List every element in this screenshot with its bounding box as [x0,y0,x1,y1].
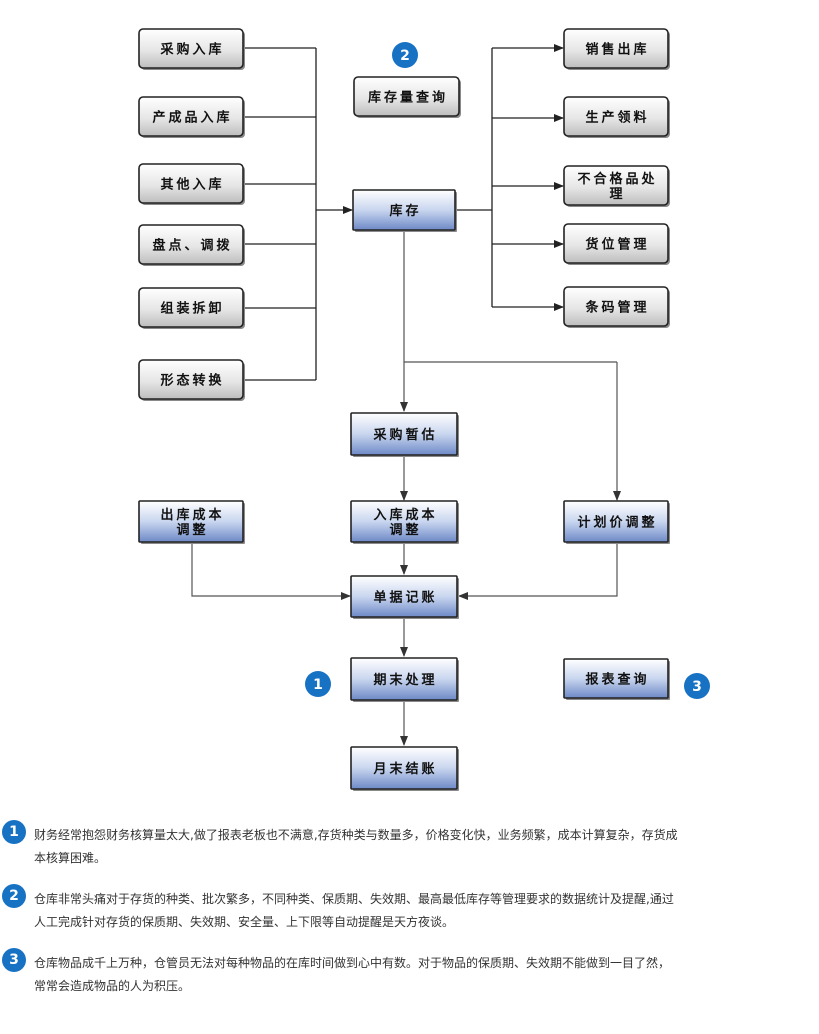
purchase-estimate-box: 采购暂估 [350,412,459,457]
note-line: 仓库非常头痛对于存货的种类、批次繁多，不同种类、保质期、失效期、最高最低库存等管… [34,892,674,906]
inbound-cost-box-label: 入库成本 [373,507,437,523]
note-line: 人工完成针对存货的保质期、失效期、安全量、上下限等自动提醒是天方夜谈。 [34,915,455,929]
note-line: 常常会造成物品的人为积压。 [34,979,191,993]
output-box-1: 销售出库 [563,28,670,70]
note-line: 本核算困难。 [34,851,107,865]
output-box-3-label: 不合格品处 [577,171,657,187]
output-box-4: 货位管理 [563,223,670,265]
report-query-box: 报表查询 [563,658,670,700]
month-close-box-frame [350,746,458,790]
input-box-5-label: 组装拆卸 [160,301,224,317]
stock-query-box-frame [353,76,460,117]
month-close-box-label: 月末结账 [372,761,437,777]
input-box-5: 组装拆卸 [138,287,245,329]
month-close-box: 月末结账 [350,746,459,791]
voucher-box-label: 单据记账 [373,590,437,606]
period-end-box-frame [350,657,458,701]
input-box-4-label: 盘点、调拨 [152,238,232,254]
output-box-3-frame [563,165,669,206]
input-box-6-frame [138,359,244,400]
input-box-2-label: 产成品入库 [152,110,232,126]
inventory-box-label: 库存 [389,203,421,219]
output-box-1-frame [563,28,669,69]
input-box-3-label: 其他入库 [160,177,224,193]
badge-3-circle [684,673,710,699]
input-box-3: 其他入库 [138,163,245,205]
input-box-6-label: 形态转换 [160,373,224,389]
input-box-1: 采购入库 [138,28,245,70]
note-number-badge: 1 [2,820,26,844]
badge-2: 2 [400,48,410,64]
output-box-2-frame [563,96,669,137]
output-box-4-frame [563,223,669,264]
stock-query-box: 库存量查询 [353,76,461,118]
input-box-3-frame [138,163,244,204]
input-box-1-label: 采购入库 [159,42,224,58]
note-text: 财务经常抱怨财务核算量太大,做了报表老板也不满意,存货种类与数量多，价格变化快，… [34,824,794,870]
left-connectors [243,47,353,381]
input-box-5-frame [138,287,244,328]
input-box-4: 盘点、调拨 [138,224,245,266]
outbound-cost-box-label: 出库成本 [160,507,224,523]
report-query-box-frame [563,658,669,699]
voucher-box-frame [350,575,458,618]
inventory-box: 库存 [352,189,457,232]
plan-price-box: 计划价调整 [563,500,670,544]
inbound-cost-box-frame [350,500,458,543]
note-number-badge: 3 [2,948,26,972]
plan-price-box-label: 计划价调整 [577,515,657,531]
output-box-4-label: 货位管理 [585,237,649,253]
center-connectors [191,230,621,746]
outbound-cost-box-label: 调整 [176,522,208,538]
note-text: 仓库物品成千上万种，仓管员无法对每种物品的在库时间做到心中有数。对于物品的保质期… [34,952,794,998]
output-box-2: 生产领料 [563,96,670,138]
output-box-5-label: 条码管理 [585,300,649,316]
voucher-box: 单据记账 [350,575,459,619]
input-box-4-frame [138,224,244,265]
inventory-box-frame [352,189,456,231]
stock-query-box-label: 库存量查询 [368,90,448,106]
inbound-cost-box-label: 调整 [389,522,421,538]
badge-1: 1 [313,677,323,693]
purchase-estimate-box-label: 采购暂估 [372,427,437,443]
badge-1-circle [305,671,331,697]
right-connectors [455,44,564,311]
outbound-cost-box-frame [138,500,244,543]
note-line: 财务经常抱怨财务核算量太大,做了报表老板也不满意,存货种类与数量多，价格变化快，… [34,828,678,842]
note-number-badge: 2 [2,884,26,908]
input-box-6: 形态转换 [138,359,245,401]
period-end-box-label: 期末处理 [373,672,437,688]
plan-price-box-frame [563,500,669,543]
output-box-5: 条码管理 [563,286,670,328]
report-query-box-label: 报表查询 [585,672,649,688]
output-box-2-label: 生产领料 [585,110,649,126]
period-end-box: 期末处理 [350,657,459,702]
input-box-2-frame [138,96,244,137]
note-line: 仓库物品成千上万种，仓管员无法对每种物品的在库时间做到心中有数。对于物品的保质期… [34,956,671,970]
badge-2-circle [392,42,418,68]
output-box-1-label: 销售出库 [585,42,649,58]
input-box-2: 产成品入库 [138,96,245,138]
output-box-3-label: 理 [609,187,625,202]
note-text: 仓库非常头痛对于存货的种类、批次繁多，不同种类、保质期、失效期、最高最低库存等管… [34,888,794,934]
output-box-5-frame [563,286,669,327]
input-box-1-frame [138,28,244,69]
purchase-estimate-box-frame [350,412,458,456]
badge-3: 3 [692,679,702,695]
